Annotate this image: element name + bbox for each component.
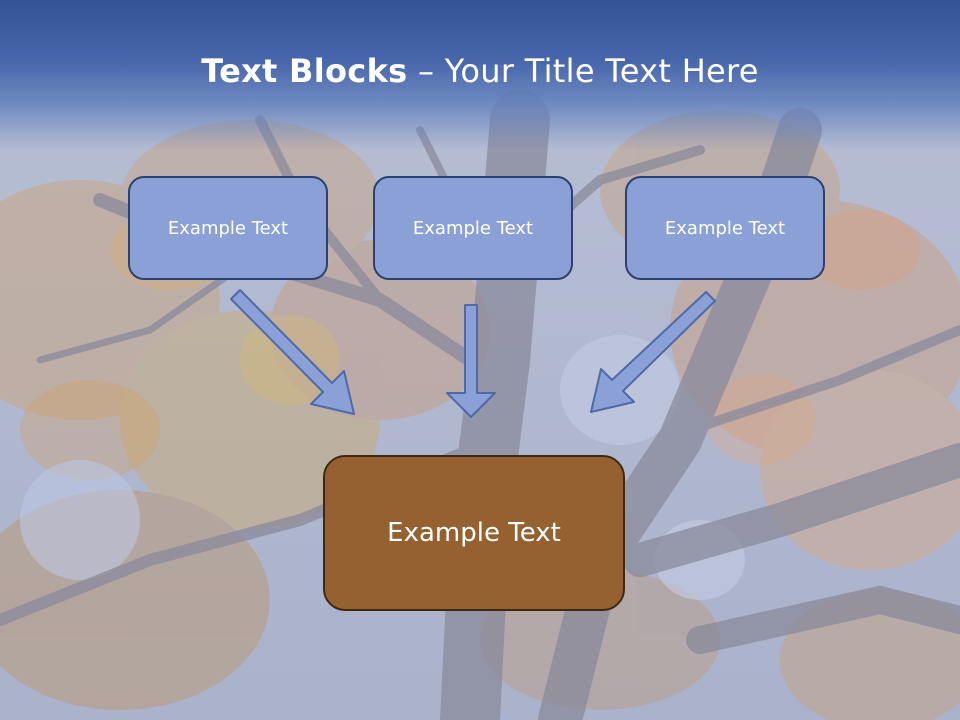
text-block-top-right-label: Example Text [664, 217, 786, 239]
text-block-main[interactable]: Example Text [323, 455, 625, 611]
title-banner [0, 0, 960, 150]
arrow-right-icon [590, 291, 716, 413]
text-block-top-left-label: Example Text [167, 217, 289, 239]
slide-title: Text Blocks – Your Title Text Here [0, 52, 960, 90]
text-block-top-center-label: Example Text [412, 217, 534, 239]
text-block-top-center[interactable]: Example Text [373, 176, 573, 280]
title-rest-part: Your Title Text Here [444, 52, 759, 90]
text-block-top-left[interactable]: Example Text [128, 176, 328, 280]
arrow-left-icon [230, 289, 355, 415]
text-block-top-right[interactable]: Example Text [625, 176, 825, 280]
title-bold-part: Text Blocks [201, 52, 408, 90]
title-separator: – [407, 52, 445, 90]
arrow-center-icon [446, 304, 496, 418]
text-block-main-label: Example Text [387, 518, 561, 548]
